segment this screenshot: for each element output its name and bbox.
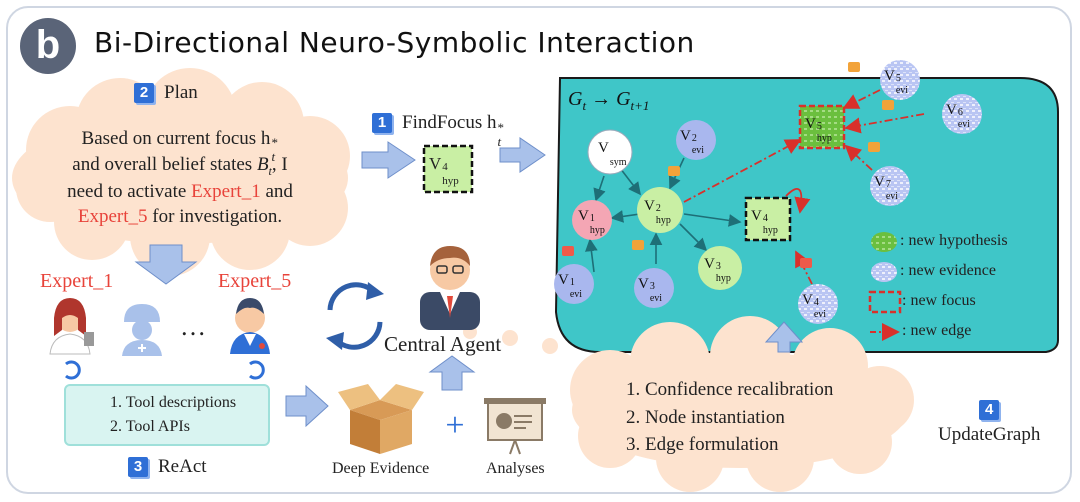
node-evi5-circle [880,60,920,100]
legend-new-hypothesis: : new hypothesis [900,232,1008,249]
step-label: Plan [164,82,198,103]
tool-descriptions: 1. Tool descriptions [110,394,237,411]
legend-hyp-mark [871,232,897,252]
arrow-cloud-to-panel [764,321,804,353]
step-number: 1 [372,113,392,133]
arrow-focus-to-plan [361,141,416,179]
graph-transition-label: Gt → Gt+1 [568,88,650,113]
legend-new-focus: : new focus [902,292,976,309]
step-update: 4 UpdateGraph [938,400,1040,446]
node-evi4-circle [798,284,838,324]
expert-avatar-icon [49,298,94,355]
node-hyp3-circle [698,246,742,290]
node-evi7-circle [870,166,910,206]
expert-a-highlight: Expert_1 [191,180,261,202]
step-number: 3 [128,457,148,477]
step-findfocus: 1 FindFocus h*t [372,112,505,149]
node-hyp4-box [744,196,792,242]
expert-left-label: Expert_1 [40,270,114,292]
node-evi6-circle [942,94,982,134]
node-evi2-circle [676,120,716,160]
doctor-avatar-icon [230,298,270,354]
node-hyp5-box [798,104,846,150]
expert-b-highlight: Expert_5 [77,206,148,228]
node-hyp1-circle [572,200,612,240]
panel-letter-badge: b [20,18,76,74]
step-label: UpdateGraph [938,424,1041,445]
focus-node-box [422,144,474,194]
node-hyp2-circle [637,187,683,233]
step-plan: 2 Plan [134,82,198,104]
node-evi1-circle [554,264,594,304]
thumbs-down-icon [562,246,812,268]
plus-sign: + [445,407,464,444]
agent-avatar-icon [420,246,480,330]
deep-evidence-label: Deep Evidence [332,460,430,477]
expert-right-label: Expert_5 [218,270,292,292]
analyses-label: Analyses [486,460,545,477]
tool-apis: 2. Tool APIs [110,418,190,435]
box-icon [338,384,424,454]
arrow-plan-to-experts [134,244,198,285]
arrow-tools-to-evidence [285,384,329,428]
step-react: 3 ReAct [128,456,207,478]
node-sym-circle [587,129,633,175]
arrow-panel-to-focus [499,137,546,173]
figure-title: Bi-Directional Neuro-Symbolic Interactio… [94,26,695,59]
update-thought-text: 1. Confidence recalibration 2. Node inst… [626,379,834,456]
legend-evi-mark [871,262,897,282]
step-number: 2 [134,83,154,103]
step-label: ReAct [158,456,207,477]
legend-new-edge: : new edge [902,322,972,339]
node-evi3-circle [634,268,674,308]
step-number: 4 [979,400,1000,420]
update-thought-cloud [570,316,914,492]
legend-focus-mark [868,290,902,314]
central-agent-label: Central Agent [384,332,502,356]
experts-ellipsis: … [180,312,206,341]
chart-board-icon [484,398,546,455]
thumbs-up-icon [632,62,894,250]
nurse-avatar-icon [122,304,162,356]
arrow-evidence-to-agent [428,355,476,391]
step-label: FindFocus h*t [402,112,504,149]
legend-new-evidence: : new evidence [900,262,996,279]
tools-box: 1. Tool descriptions 2. Tool APIs [64,384,270,446]
plan-thought-text: Based on current focus h*t and overall b… [67,128,293,228]
